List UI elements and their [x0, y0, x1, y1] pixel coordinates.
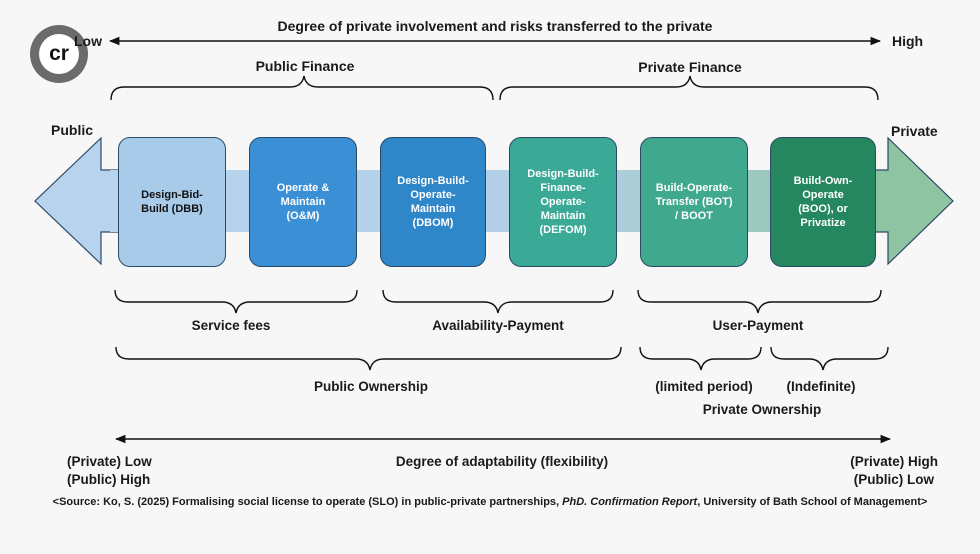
model-box-defom: Design-Build- Finance- Operate- Maintain… [509, 137, 617, 267]
adaptability-right-line1: (Private) High [850, 454, 938, 469]
adaptability-right-line2: (Public) Low [853, 472, 934, 487]
involvement-high-label: High [892, 33, 924, 49]
brace-private-finance [499, 75, 879, 101]
source-suffix: , University of Bath School of Managemen… [697, 496, 928, 508]
adaptability-left-line2: (Public) High [67, 472, 151, 487]
adaptability-title: Degree of adaptability (flexibility) [395, 454, 609, 469]
model-label-dbom: Design-Build- Operate- Maintain (DBOM) [397, 175, 469, 229]
indefinite-label: (Indefinite) [786, 379, 856, 394]
model-box-om: Operate & Maintain (O&M) [249, 137, 357, 267]
brace-availability [382, 289, 614, 314]
model-label-dbb: Design-Bid- Build (DBB) [141, 189, 203, 215]
source-citation: <Source: Ko, S. (2025) Formalising socia… [0, 496, 980, 508]
source-italic: PhD. Confirmation Report [562, 496, 698, 508]
involvement-title: Degree of private involvement and risks … [277, 18, 713, 34]
public-end-label: Public [51, 122, 94, 138]
brace-indefinite [770, 346, 889, 371]
involvement-low-label: Low [74, 33, 102, 49]
public-finance-label: Public Finance [255, 58, 355, 74]
service-fees-label: Service fees [191, 318, 271, 333]
band-left-head [34, 136, 121, 266]
adaptability-left-line1: (Private) Low [67, 454, 152, 469]
model-box-dbb: Design-Bid- Build (DBB) [118, 137, 226, 267]
source-prefix: <Source: Ko, S. (2025) Formalising socia… [52, 496, 563, 508]
public-ownership-label: Public Ownership [313, 379, 429, 394]
band-right-head [874, 136, 954, 266]
brace-public-ownership [115, 346, 622, 371]
limited-period-label: (limited period) [655, 379, 753, 394]
model-label-om: Operate & Maintain (O&M) [276, 182, 330, 222]
private-finance-label: Private Finance [638, 59, 742, 75]
model-box-dbom: Design-Build- Operate- Maintain (DBOM) [380, 137, 486, 267]
logo-text: cr [39, 34, 79, 74]
brace-user-payment [637, 289, 882, 314]
brace-public-finance [110, 75, 494, 101]
brace-limited-period [639, 346, 762, 371]
channel-logo: cr [30, 25, 88, 83]
availability-payment-label: Availability-Payment [432, 318, 564, 333]
private-ownership-label: Private Ownership [702, 402, 822, 417]
spectrum-band-arrow [34, 136, 954, 266]
band-body [110, 170, 900, 232]
user-payment-label: User-Payment [712, 318, 804, 333]
model-box-bot: Build-Operate- Transfer (BOT) / BOOT [640, 137, 748, 267]
model-label-bot: Build-Operate- Transfer (BOT) / BOOT [655, 182, 733, 222]
brace-service-fees [114, 289, 358, 314]
model-box-boo: Build-Own- Operate (BOO), or Privatize [770, 137, 876, 267]
model-label-defom: Design-Build- Finance- Operate- Maintain… [527, 168, 599, 236]
private-end-label: Private [891, 123, 938, 139]
model-label-boo: Build-Own- Operate (BOO), or Privatize [793, 175, 853, 229]
